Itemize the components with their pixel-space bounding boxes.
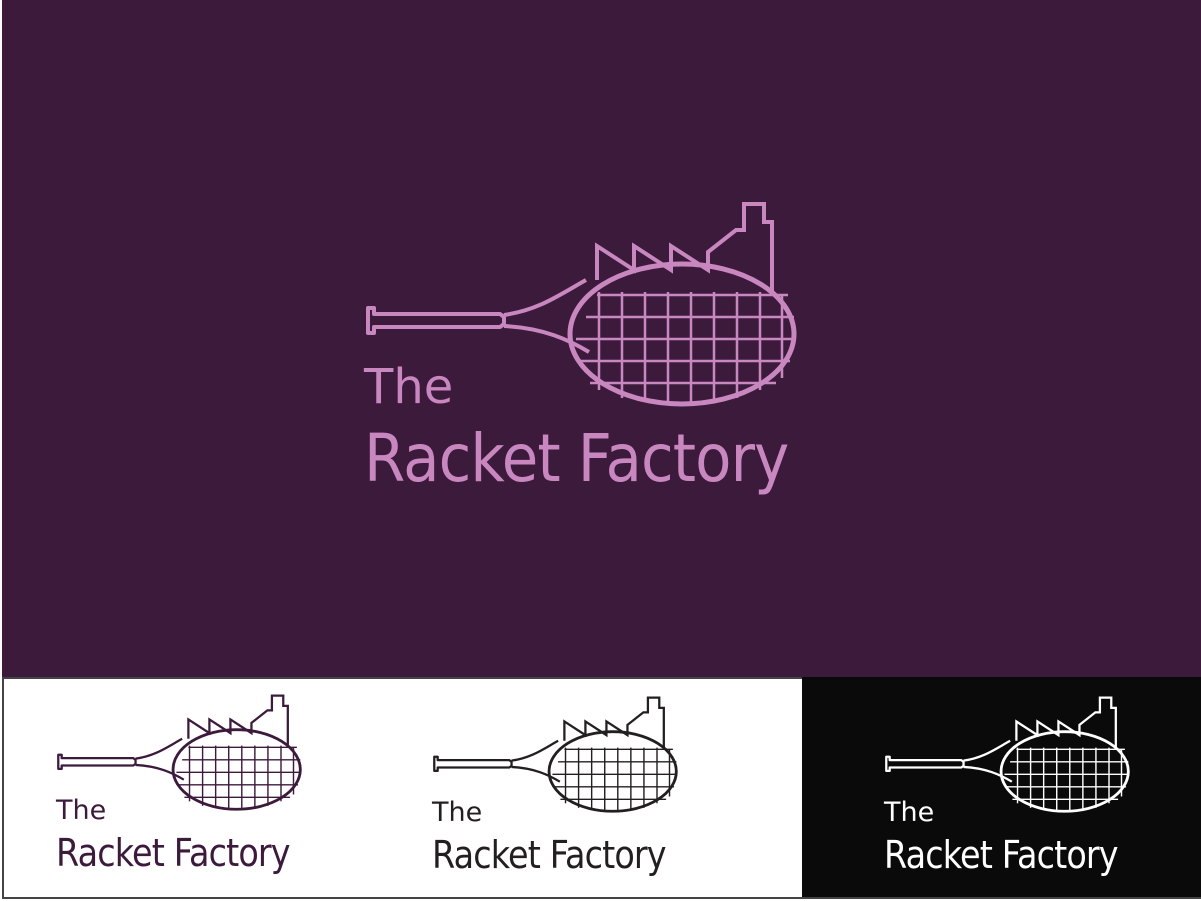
main-logo-panel: The Racket Factory (2, 0, 1201, 677)
logo-brand-name: Racket Factory (432, 833, 667, 877)
logo-word-the: The (884, 797, 935, 828)
logo-brand-name: Racket Factory (884, 833, 1119, 877)
main-logo: The Racket Factory (364, 200, 804, 510)
logo-variant-white-on-black: The Racket Factory (802, 677, 1201, 899)
logo-variants-row: The Racket Factory The Racket Factory Th… (0, 677, 1201, 901)
logo-variant-black-on-white: The Racket Factory (402, 677, 802, 899)
variant-logo: The Racket Factory (56, 693, 306, 873)
logo-word-the: The (56, 795, 107, 826)
variant-logo: The Racket Factory (884, 695, 1134, 875)
variant-logo: The Racket Factory (432, 695, 682, 875)
logo-word-the: The (432, 797, 483, 828)
logo-brand-name: Racket Factory (364, 420, 789, 497)
logo-word-the: The (364, 359, 454, 415)
logo-variant-purple-on-white: The Racket Factory (2, 677, 402, 899)
logo-brand-name: Racket Factory (56, 831, 291, 875)
